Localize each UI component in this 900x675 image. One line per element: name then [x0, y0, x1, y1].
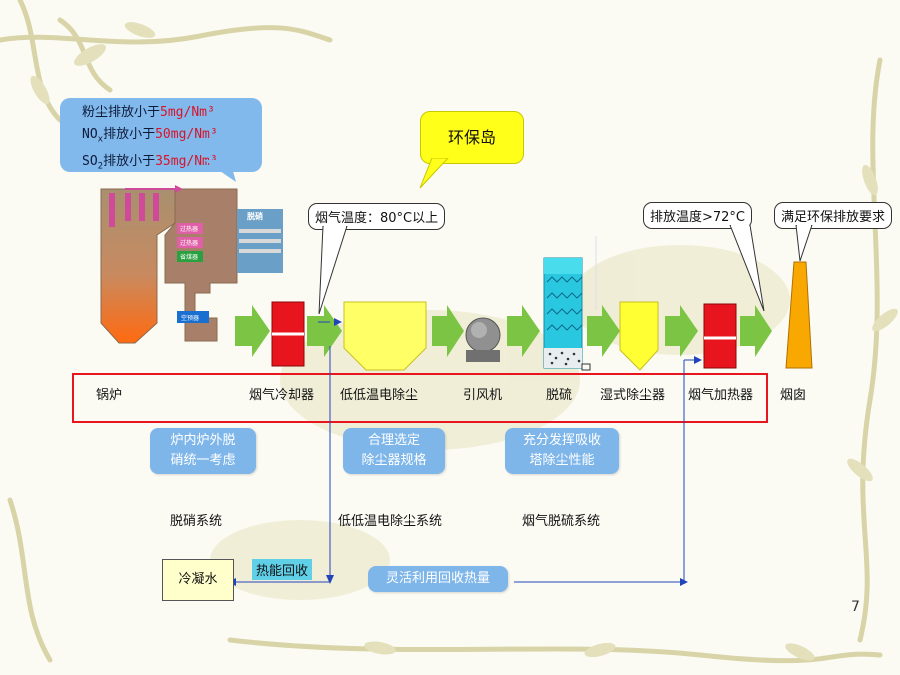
so2-limit: SO2排放小于35mg/Nm³ [82, 153, 218, 172]
denox-note: 炉内炉外脱 硝统一考虑 [150, 428, 256, 474]
equipment-label-wet-esp: 湿式除尘器 [600, 388, 666, 403]
equipment-label-chimney: 烟囱 [780, 388, 807, 403]
equipment-highlight-box [72, 373, 768, 423]
flow-arrow-2 [307, 305, 342, 357]
environmental-island-label: 环保岛 [420, 111, 524, 164]
equipment-label-flue-gas-cooler: 烟气冷却器 [249, 388, 315, 403]
condensate-box: 冷凝水 [162, 559, 234, 601]
low-low-temp-esp [343, 301, 427, 371]
energy-recovery-label: 热能回收 [252, 559, 313, 580]
equipment-label-boiler: 锅炉 [96, 388, 123, 403]
equipment-label-desulfurization: 脱硫 [546, 388, 573, 403]
meets-requirement-callout: 满足环保排放要求 [774, 202, 893, 229]
economizer-tag: 省煤器 [180, 253, 198, 261]
flue-temp-callout-tail [318, 226, 348, 315]
flow-arrow-3 [432, 305, 464, 357]
flow-arrow-6 [665, 305, 698, 357]
nox-limit: NOx排放小于50mg/Nm³ [82, 127, 218, 145]
wet-esp [619, 301, 659, 371]
air-preheater-tag: 空预器 [181, 314, 199, 322]
superheater-tag-1: 过热器 [180, 225, 198, 233]
equipment-label-esp: 低低温电除尘 [340, 388, 419, 403]
dust-limit: 粉尘排放小于5mg/Nm³ [82, 105, 215, 120]
fgd-note: 充分发挥吸收 塔除尘性能 [505, 428, 619, 474]
flue-gas-heater [703, 303, 737, 369]
emission-bubble-tail [204, 160, 236, 182]
meets-requirement-callout-tail [795, 225, 813, 262]
equipment-label-flue-gas-heater: 烟气加热器 [688, 388, 754, 403]
emission-limits-bubble: 粉尘排放小于5mg/Nm³ NOx排放小于50mg/Nm³ SO2排放小于35m… [60, 98, 262, 172]
flue-gas-cooler [271, 301, 305, 367]
flow-arrow-4 [507, 305, 540, 357]
flow-arrow-5 [587, 305, 620, 357]
flow-arrow-1 [235, 305, 270, 357]
page-number: 7 [851, 599, 860, 615]
boiler-drawing: 过热器 过热器 省煤器 脱硝 空预器 [100, 185, 283, 344]
equipment-label-fan: 引风机 [463, 388, 503, 403]
esp-note: 合理选定 除尘器规格 [343, 428, 445, 474]
exhaust-temp-callout-tail [729, 225, 765, 312]
flow-arrow-7 [740, 305, 772, 357]
desulfurization-tower [543, 257, 591, 371]
flexible-heat-use-note: 灵活利用回收热量 [368, 566, 508, 592]
system-label-esp: 低低温电除尘系统 [338, 514, 443, 529]
superheater-tag-2: 过热器 [180, 239, 198, 247]
island-bubble-tail [419, 158, 449, 189]
exhaust-temp-callout: 排放温度>72°C [643, 202, 753, 229]
induced-draft-fan [465, 317, 501, 362]
flue-temp-callout: 烟气温度：80°C以上 [308, 203, 446, 230]
chimney [785, 261, 813, 369]
system-label-denitration: 脱硝系统 [170, 514, 223, 529]
denitration-tag: 脱硝 [247, 211, 263, 221]
system-label-fgd: 烟气脱硫系统 [522, 514, 601, 529]
